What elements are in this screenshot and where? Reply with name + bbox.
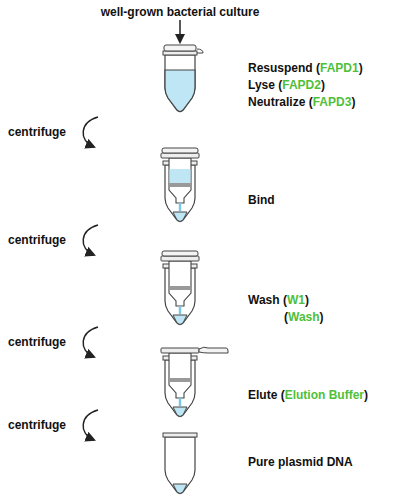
buffer-name: FAPD3 — [313, 95, 352, 109]
label-text: ) — [359, 61, 363, 75]
step-label: Lyse (FAPD2) — [248, 78, 325, 92]
step-label: centrifuge — [8, 233, 66, 247]
label-text: Neutralize ( — [248, 95, 313, 109]
centrifuge-arrow — [83, 410, 98, 440]
step-label: centrifuge — [8, 335, 66, 349]
label-text: Elute ( — [248, 388, 285, 402]
label-text: centrifuge — [8, 335, 66, 349]
step-label: Neutralize (FAPD3) — [248, 95, 355, 109]
step-label: Resuspend (FAPD1) — [248, 61, 363, 75]
flow-arrow — [179, 20, 181, 42]
label-text: centrifuge — [8, 233, 66, 247]
label-text: ) — [320, 310, 324, 324]
buffer-name: W1 — [287, 293, 305, 307]
tube — [161, 347, 228, 416]
buffer-name: FAPD2 — [282, 78, 321, 92]
label-text: Resuspend ( — [248, 61, 320, 75]
centrifuge-arrow — [83, 117, 98, 147]
step-label: centrifuge — [8, 418, 66, 432]
tube — [161, 148, 199, 222]
buffer-name: FAPD1 — [320, 61, 359, 75]
buffer-name: Elution Buffer — [285, 388, 364, 402]
centrifuge-arrow — [83, 327, 98, 357]
label-text: Pure plasmid DNA — [248, 455, 353, 469]
heading: well-grown bacterial culture — [101, 5, 260, 19]
buffer-name: Wash — [288, 310, 320, 324]
step-label: Pure plasmid DNA — [248, 455, 353, 469]
label-text: ) — [364, 388, 368, 402]
step-label: (Wash) — [284, 310, 324, 324]
label-text: ( — [284, 310, 288, 324]
label-text: ) — [305, 293, 309, 307]
tube — [163, 45, 203, 112]
label-text: ) — [321, 78, 325, 92]
step-label: Bind — [248, 193, 275, 207]
label-text: centrifuge — [8, 125, 66, 139]
step-label: Elute (Elution Buffer) — [248, 388, 368, 402]
label-text: Lyse ( — [248, 78, 282, 92]
label-text: centrifuge — [8, 418, 66, 432]
centrifuge-arrow — [83, 225, 98, 255]
step-label: Wash (W1) — [248, 293, 309, 307]
label-text: Wash ( — [248, 293, 287, 307]
tube — [161, 251, 199, 325]
step-label: centrifuge — [8, 125, 66, 139]
label-text: ) — [351, 95, 355, 109]
label-text: Bind — [248, 193, 275, 207]
tube — [163, 433, 197, 494]
